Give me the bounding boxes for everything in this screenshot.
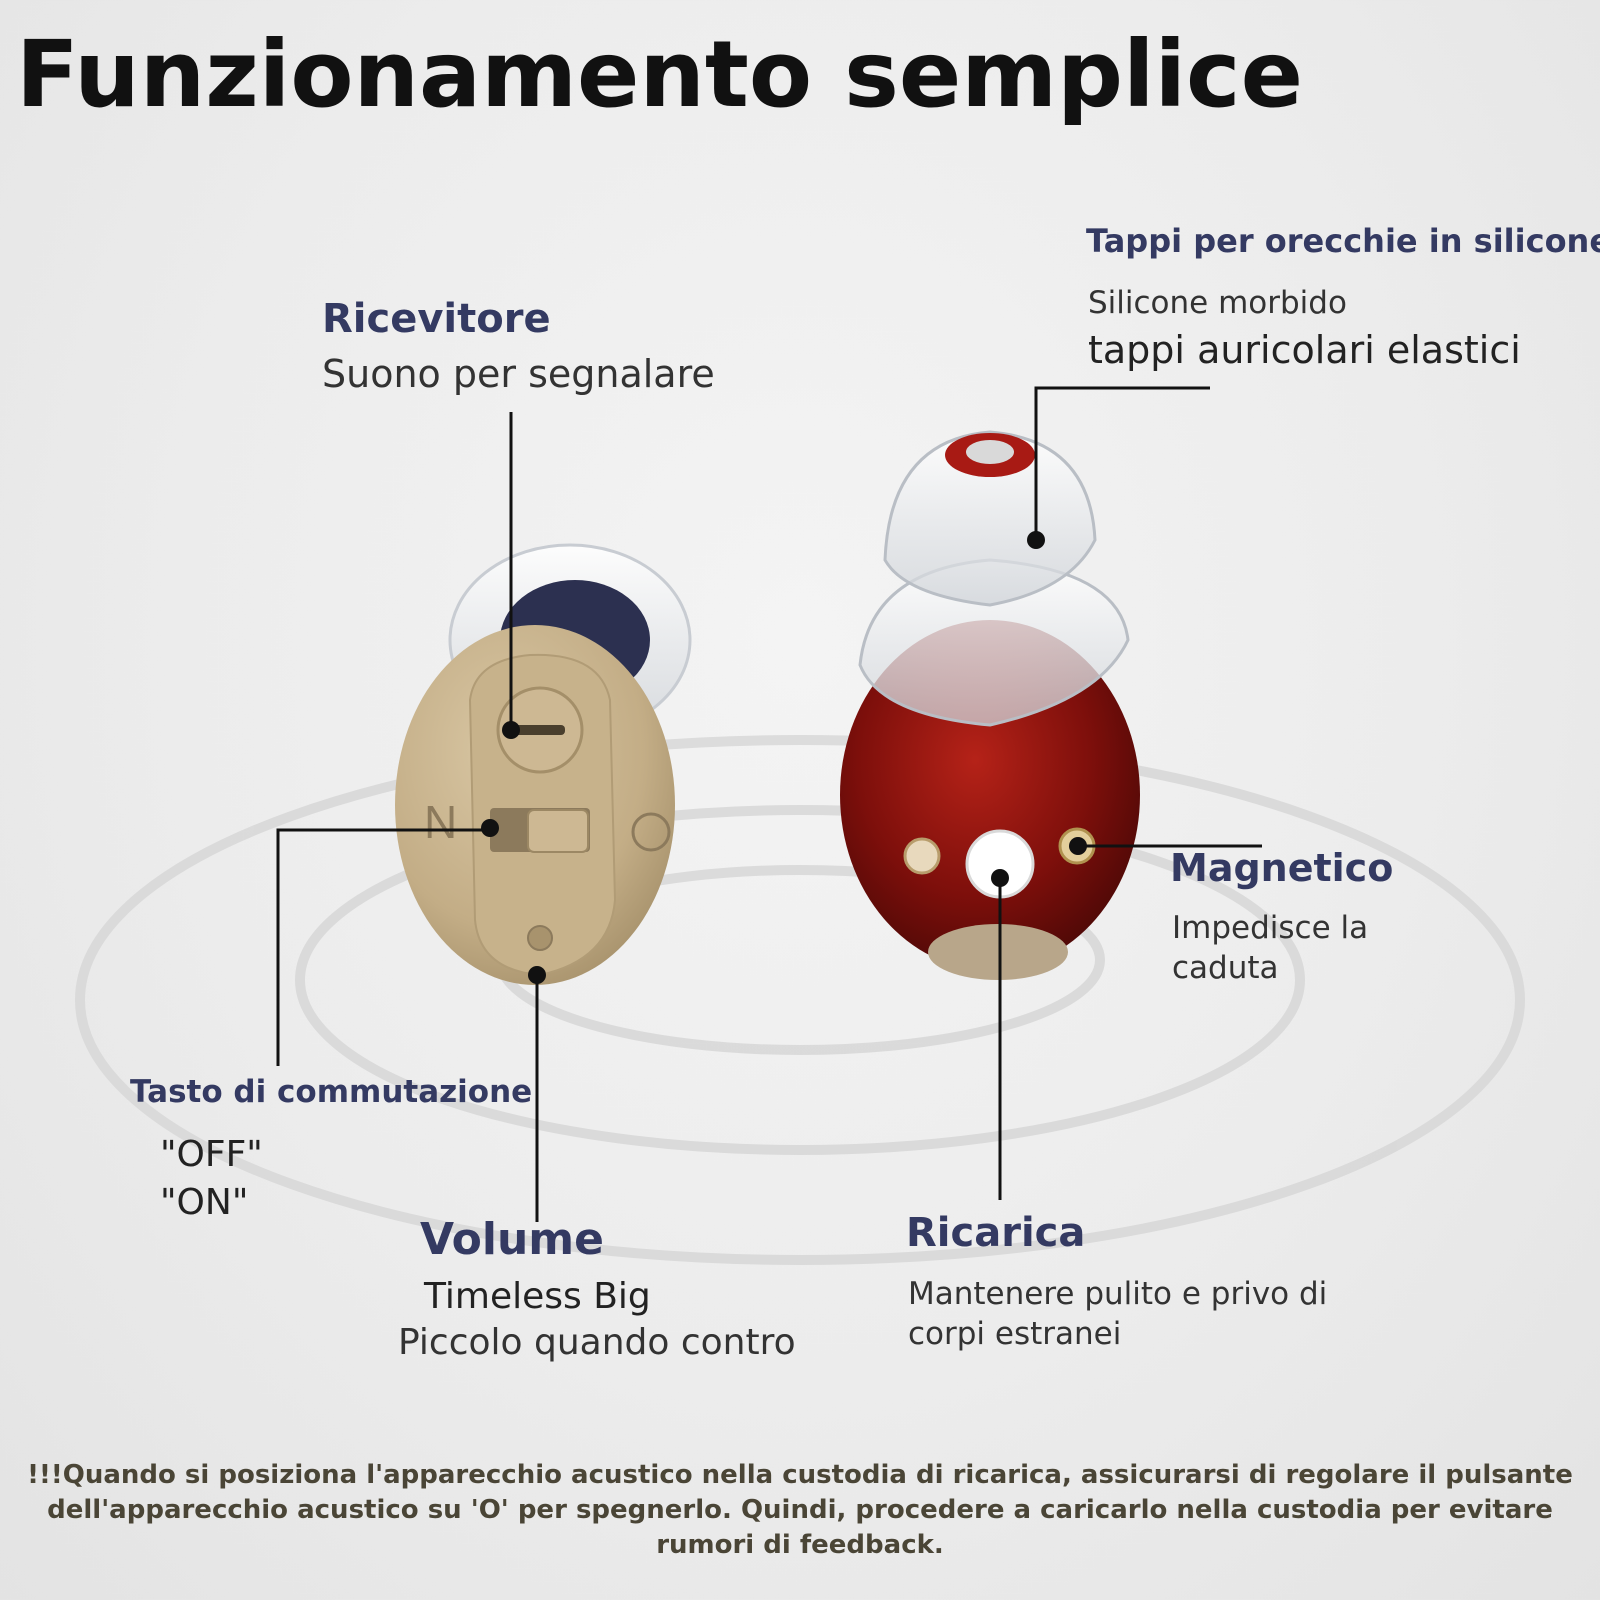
label-tappi-heading: Tappi per orecchie in silicone xyxy=(1086,222,1600,260)
label-tappi-line1: Silicone morbido xyxy=(1088,285,1347,321)
callout-lines xyxy=(276,386,1262,1222)
label-ricarica-line2: corpi estranei xyxy=(908,1316,1122,1352)
label-magnetico-line1: Impedisce la xyxy=(1172,910,1369,946)
switch-letter-n: N xyxy=(424,796,457,848)
label-ricarica-line1: Mantenere pulito e privo di xyxy=(908,1276,1328,1312)
label-tappi-line2: tappi auricolari elastici xyxy=(1088,328,1521,372)
label-volume-heading: Volume xyxy=(420,1214,604,1265)
callout-line-tappi xyxy=(1034,386,1210,540)
label-volume-line2: Piccolo quando contro xyxy=(398,1322,796,1363)
label-magnetico-line2: caduta xyxy=(1172,950,1279,986)
label-tasto-line1: "OFF" xyxy=(160,1134,263,1175)
callout-line-tasto xyxy=(276,828,490,1066)
label-tasto-line2: "ON" xyxy=(160,1182,249,1223)
label-ricevitore-text: Suono per segnalare xyxy=(322,352,715,396)
water-ripples xyxy=(75,735,1525,1265)
label-ricevitore-heading: Ricevitore xyxy=(322,296,551,342)
label-volume-line1: Timeless Big xyxy=(424,1276,651,1317)
label-tasto-heading: Tasto di commutazione xyxy=(130,1074,533,1110)
right-hearing-aid xyxy=(840,430,1140,980)
label-magnetico-heading: Magnetico xyxy=(1170,846,1394,890)
label-ricarica-heading: Ricarica xyxy=(906,1210,1086,1256)
page-title: Funzionamento semplice xyxy=(16,21,1303,128)
warning-note: !!!Quando si posiziona l'apparecchio acu… xyxy=(27,1460,1573,1560)
left-hearing-aid: N xyxy=(395,543,692,985)
callout-dots xyxy=(481,531,1087,984)
